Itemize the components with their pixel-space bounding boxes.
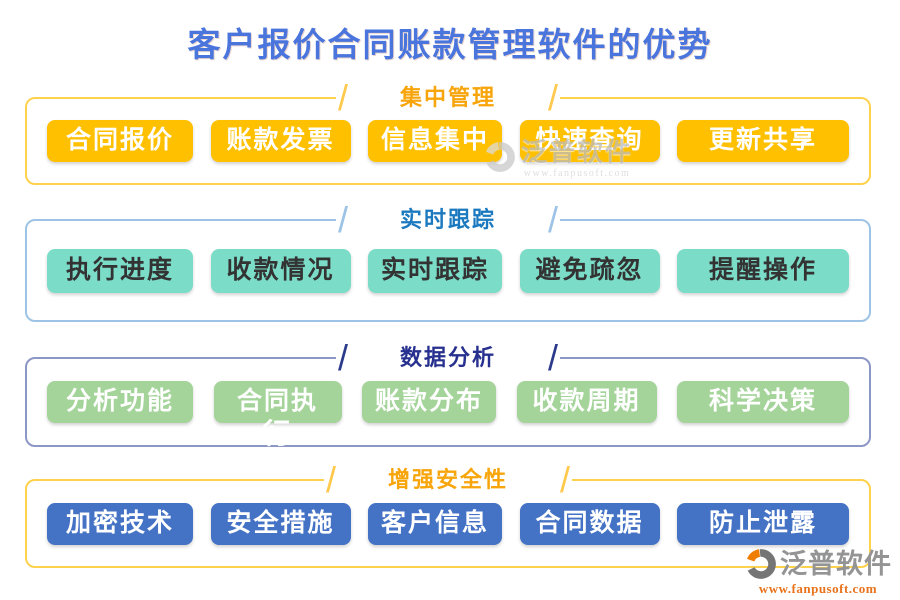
slash-decoration: / <box>548 337 559 378</box>
feature-row: 分析功能 合同执 行 账款分布 收款周期 科学决策 <box>27 359 869 449</box>
feature-button: 避免疏忽 <box>519 248 660 293</box>
slash-decoration: / <box>548 77 559 118</box>
feature-button: 分析功能 <box>47 381 193 423</box>
feature-row: 加密技术 安全措施 客户信息 合同数据 防止泄露 <box>27 481 869 566</box>
footer-logo: 泛普软件 www.fanpusoft.com <box>744 547 892 596</box>
feature-row: 执行进度 收款情况 实时跟踪 避免疏忽 提醒操作 <box>27 221 869 320</box>
fanpu-logo-icon <box>746 549 776 579</box>
feature-button: 加密技术 <box>47 502 193 545</box>
slash-decoration: / <box>337 77 348 118</box>
slash-decoration: / <box>548 199 559 240</box>
slash-decoration: / <box>337 199 348 240</box>
feature-button: 账款分布 <box>362 381 496 423</box>
section-realtime-tracking: / 实时跟踪 / 执行进度 收款情况 实时跟踪 避免疏忽 提醒操作 <box>25 200 871 322</box>
feature-button: 提醒操作 <box>677 248 849 293</box>
clipped-overflow-character: 行 <box>262 419 293 450</box>
feature-button-label: 合同执 <box>236 388 318 415</box>
feature-button: 实时跟踪 <box>368 248 502 293</box>
feature-button: 防止泄露 <box>677 502 849 545</box>
section-enhanced-security: / 增强安全性 / 加密技术 安全措施 客户信息 合同数据 防止泄露 <box>25 460 871 568</box>
feature-row: 合同报价 账款发票 信息集中 快速查询 更新共享 <box>27 99 869 183</box>
section-header: / 实时跟踪 / <box>335 199 561 240</box>
section-title: 集中管理 <box>399 85 497 110</box>
section-header: / 增强安全性 / <box>323 459 573 500</box>
feature-button: 执行进度 <box>47 248 193 293</box>
section-centralized-management: / 集中管理 / 合同报价 账款发票 信息集中 快速查询 更新共享 <box>25 78 871 185</box>
slash-decoration: / <box>325 459 336 500</box>
feature-button: 安全措施 <box>210 502 351 545</box>
feature-button: 客户信息 <box>368 502 502 545</box>
feature-button: 合同数据 <box>519 502 660 545</box>
feature-button: 账款发票 <box>210 120 351 162</box>
section-title: 增强安全性 <box>387 467 509 492</box>
feature-button: 合同报价 <box>47 120 193 162</box>
section-title: 数据分析 <box>399 345 497 370</box>
feature-button: 合同执 行 <box>213 381 342 449</box>
footer-brand-url: www.fanpusoft.com <box>758 581 878 596</box>
section-header: / 集中管理 / <box>335 77 561 118</box>
footer-brand-name: 泛普软件 <box>780 549 892 579</box>
feature-button: 更新共享 <box>677 120 849 162</box>
footer-logo-row: 泛普软件 <box>744 547 892 581</box>
feature-button: 信息集中 <box>368 120 502 162</box>
feature-button: 快速查询 <box>519 120 660 162</box>
feature-button: 科学决策 <box>677 381 849 423</box>
slash-decoration: / <box>337 337 348 378</box>
page-title: 客户报价合同账款管理软件的优势 <box>187 28 713 64</box>
slash-decoration: / <box>560 459 571 500</box>
feature-button: 收款情况 <box>210 248 351 293</box>
section-header: / 数据分析 / <box>335 337 561 378</box>
feature-button: 收款周期 <box>516 381 657 423</box>
section-title: 实时跟踪 <box>399 207 497 232</box>
section-data-analysis: / 数据分析 / 分析功能 合同执 行 账款分布 收款周期 科学决策 <box>25 338 871 449</box>
